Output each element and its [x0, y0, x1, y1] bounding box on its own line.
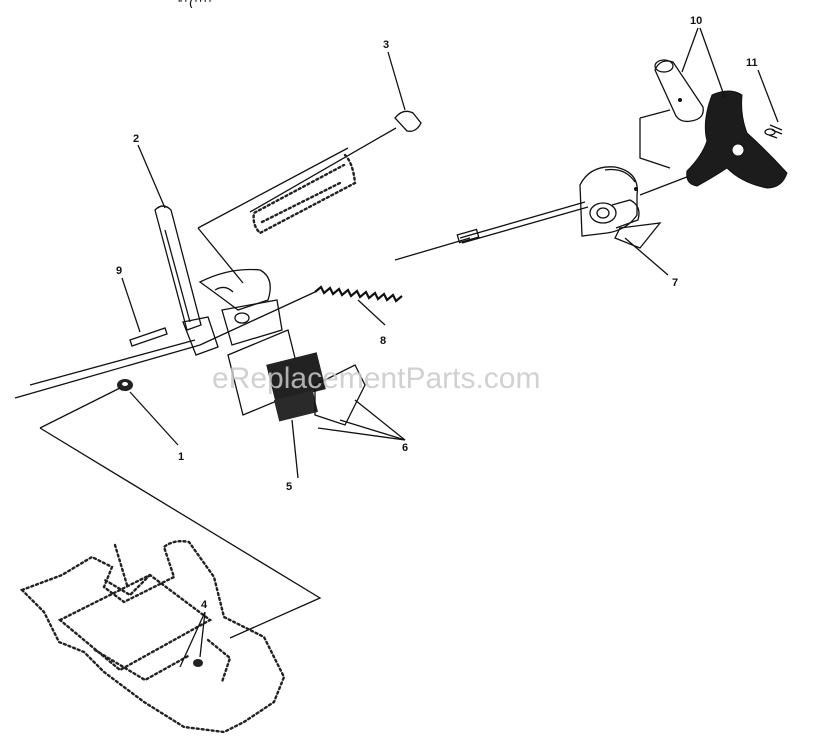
grip-bracket-lines — [639, 109, 671, 169]
leader-10b — [699, 27, 726, 99]
mower-frame — [19, 539, 286, 734]
bracket-tab — [314, 364, 406, 441]
leader-8 — [357, 299, 386, 326]
leader-7 — [624, 237, 669, 276]
knob-screw — [764, 124, 783, 139]
leader-3 — [387, 51, 406, 111]
decal — [266, 352, 326, 422]
cable-end — [129, 327, 168, 347]
callout-1: 1 — [178, 451, 184, 463]
plate-callout-lines — [197, 147, 349, 284]
star-knob — [686, 90, 788, 189]
extension-spring — [314, 285, 403, 303]
leader-2 — [137, 144, 166, 209]
frame-link — [39, 387, 121, 429]
leader-5 — [291, 419, 299, 479]
leader-11 — [757, 69, 779, 123]
leader-10a — [681, 27, 699, 73]
nut — [117, 379, 133, 391]
throttle-cable — [14, 237, 471, 399]
grip-sleeve — [654, 59, 704, 123]
callout-10: 10 — [690, 15, 702, 27]
watermark: eReplacementParts.com — [212, 362, 540, 395]
callout-8: 8 — [380, 335, 386, 347]
callout-6: 6 — [402, 442, 408, 454]
pivot-bracket — [579, 166, 662, 249]
callout-11: 11 — [746, 57, 758, 69]
callout-3: 3 — [383, 39, 389, 51]
control-rod — [456, 201, 589, 244]
leader-9 — [121, 277, 141, 333]
callout-7: 7 — [672, 277, 678, 289]
leader-4 — [179, 611, 206, 668]
callout-9: 9 — [116, 265, 122, 277]
frame-callout-lines — [39, 427, 322, 639]
bolt — [249, 110, 422, 213]
leader-1 — [129, 391, 179, 446]
mounting-plate — [252, 153, 357, 235]
callout-5: 5 — [286, 481, 292, 493]
callout-2: 2 — [133, 133, 139, 145]
control-lever — [154, 205, 219, 356]
callout-4: 4 — [201, 599, 208, 611]
header-fragment: " ' ( ' ' ' ' — [178, 0, 211, 8]
